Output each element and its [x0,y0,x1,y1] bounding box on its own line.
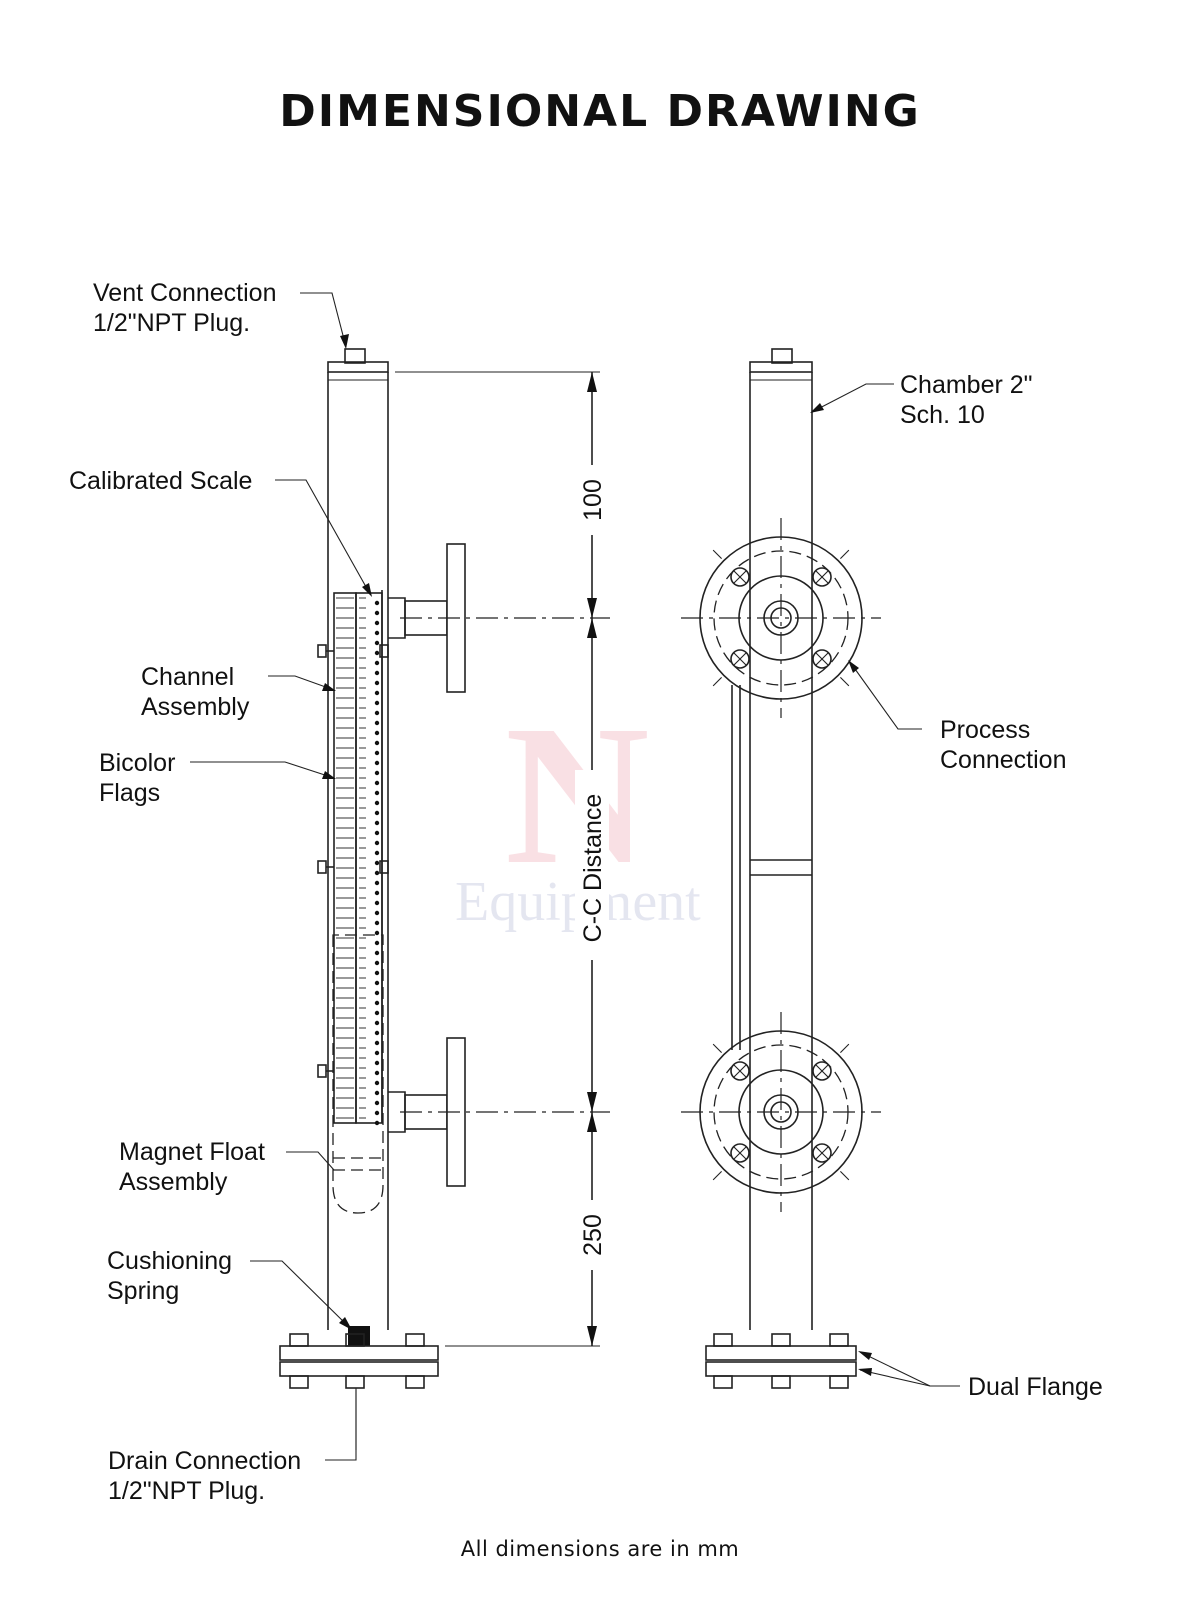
scale-dot [374,990,380,996]
dimension-line [395,371,609,1347]
bicolor-flags [336,597,366,1119]
scale-dot [374,600,380,606]
scale-dot [374,960,380,966]
scale-dot [374,760,380,766]
lower-process-flange [681,1012,881,1212]
label-process-connection: Process Connection [940,716,1066,774]
bolt-hole [730,1143,750,1163]
leader-lines [190,292,960,1461]
scale-dot [374,640,380,646]
side-bottom-flange [705,1333,857,1389]
scale-dot [374,930,380,936]
bolt-hole [730,649,750,669]
scale-dot [374,980,380,986]
scale-dot [374,690,380,696]
scale-dot [374,950,380,956]
front-view: 100 C-C Distance 250 [279,348,610,1450]
bolt-hole [730,1061,750,1081]
scale-dot [374,1120,380,1126]
dimension-top: 100 [579,479,607,521]
scale-dot [374,670,380,676]
scale-dot [374,880,380,886]
scale-dot [374,790,380,796]
scale-dot [374,1000,380,1006]
bolt-hole [812,1143,832,1163]
upper-side-nozzle [388,543,610,693]
scale-dot [374,1100,380,1106]
label-drain-connection: Drain Connection 1/2"NPT Plug. [108,1447,308,1505]
scale-dot [374,650,380,656]
scale-dot [374,770,380,776]
scale-dot [374,870,380,876]
scale-dot [374,910,380,916]
scale-dot [374,1020,380,1026]
scale-dot [374,890,380,896]
label-cushioning-spring: Cushioning Spring [107,1247,239,1305]
dimension-bottom: 250 [579,1214,607,1256]
upper-process-flange [681,518,881,718]
label-dual-flange: Dual Flange [968,1373,1103,1401]
scale-dot [374,710,380,716]
channel-clamps [317,644,389,1078]
scale-dot [374,660,380,666]
scale-dot [374,630,380,636]
scale-dot [374,810,380,816]
scale-dot [374,740,380,746]
scale-dot [374,720,380,726]
scale-dot [374,850,380,856]
scale-dot [374,840,380,846]
scale-dot [374,1110,380,1116]
scale-dot [374,900,380,906]
scale-dot [374,1060,380,1066]
scale-dot [374,1080,380,1086]
bolt-hole [730,567,750,587]
side-view [681,348,881,1389]
label-channel-assembly: Channel Assembly [141,663,250,721]
scale-dot [374,620,380,626]
scale-dot [374,750,380,756]
bolt-hole [812,567,832,587]
scale-dot [374,1090,380,1096]
bolt-hole [812,1061,832,1081]
label-magnet-float-assembly: Magnet Float Assembly [119,1138,272,1196]
label-calibrated-scale: Calibrated Scale [69,467,252,495]
magnet-float [332,934,384,1214]
footer-note: All dimensions are in mm [460,1537,740,1561]
scale-dot [374,1070,380,1076]
scale-dot [374,1040,380,1046]
dimension-middle: C-C Distance [579,794,607,943]
page-title: DIMENSIONAL DRAWING [279,86,921,137]
scale-dot [374,1010,380,1016]
scale-dot [374,860,380,866]
scale-dot [374,830,380,836]
scale-dot [374,920,380,926]
bolt-hole [812,649,832,669]
lower-side-nozzle [388,1037,610,1187]
calibrated-scale [374,600,380,1126]
label-vent-connection: Vent Connection 1/2"NPT Plug. [93,279,283,337]
scale-dot [374,730,380,736]
scale-dot [374,820,380,826]
scale-dot [374,970,380,976]
scale-dot [374,1050,380,1056]
scale-dot [374,940,380,946]
scale-dot [374,780,380,786]
front-bottom-flange [279,1333,439,1450]
scale-dot [374,1030,380,1036]
scale-dot [374,700,380,706]
scale-dot [374,800,380,806]
scale-dot [374,610,380,616]
scale-dot [374,680,380,686]
label-bicolor-flags: Bicolor Flags [99,749,182,807]
label-chamber: Chamber 2" Sch. 10 [900,371,1040,429]
